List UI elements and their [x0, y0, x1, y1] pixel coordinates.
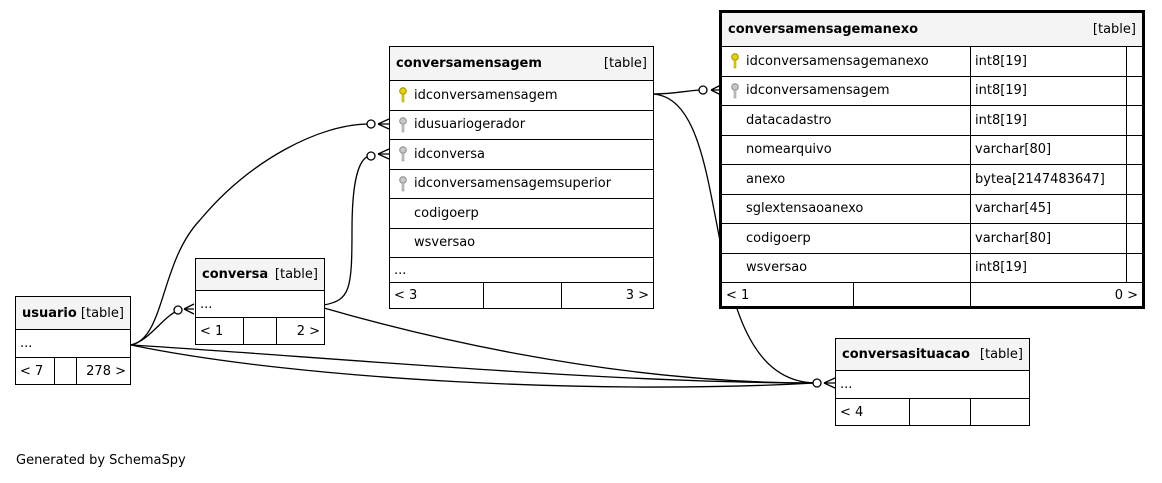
table-ellipsis: ... [16, 330, 130, 358]
column-name: idconversamensagem [746, 83, 890, 99]
column-name: anexo [746, 171, 786, 187]
table-conversamensagemanexo[interactable]: conversamensagemanexo [table] idconversa… [719, 10, 1145, 309]
column-name: idconversamensagem [414, 87, 558, 103]
column-name: wsversao [414, 235, 476, 251]
column-name: nomearquivo [746, 142, 832, 158]
children-count[interactable]: 278 > [76, 358, 130, 384]
children-count[interactable]: 3 > [561, 283, 653, 308]
table-row[interactable]: idconversa [390, 140, 653, 170]
column-name: codigoerp [746, 230, 811, 246]
table-type: [table] [1092, 22, 1136, 37]
footer-middle [54, 358, 76, 384]
table-row[interactable]: nomearquivo varchar[80] [722, 135, 1142, 165]
table-conversa[interactable]: conversa [table] ... < 1 2 > [195, 258, 325, 345]
parents-count[interactable]: < 3 [394, 288, 418, 303]
column-type: varchar[80] [970, 135, 1126, 164]
table-footer: < 4 [836, 399, 1029, 425]
table-footer: < 7 278 > [16, 358, 130, 384]
foreign-key-icon [728, 82, 742, 99]
children-count[interactable] [970, 399, 1029, 425]
children-count[interactable]: 0 > [970, 283, 1142, 308]
column-name: datacadastro [746, 112, 832, 128]
table-row[interactable]: idconversamensagem [390, 81, 653, 111]
table-row[interactable]: idconversamensagem int8[19] [722, 76, 1142, 106]
table-row[interactable]: anexo bytea[2147483647] [722, 165, 1142, 195]
table-row[interactable]: idusuariogerador [390, 111, 653, 140]
table-conversasituacao[interactable]: conversasituacao [table] ... < 4 [835, 338, 1030, 426]
parents-count[interactable]: < 1 [726, 288, 750, 303]
column-name: idconversamensagemsuperior [414, 176, 612, 192]
column-type: int8[19] [970, 47, 1126, 76]
table-usuario[interactable]: usuario [table] ... < 7 278 > [15, 296, 131, 385]
table-type: [table] [274, 267, 318, 282]
column-type: varchar[45] [970, 194, 1126, 223]
footer-middle [853, 283, 970, 308]
table-footer: < 3 3 > [390, 283, 653, 308]
footer-middle [483, 283, 561, 308]
primary-key-icon [728, 53, 742, 69]
table-footer: < 1 2 > [196, 318, 324, 344]
foreign-key-icon [396, 146, 410, 162]
foreign-key-icon [396, 175, 410, 192]
column-name: idconversa [414, 146, 485, 162]
parents-count[interactable]: < 7 [20, 363, 44, 379]
table-header: conversasituacao [table] [836, 339, 1029, 371]
table-row[interactable]: codigoerp varchar[80] [722, 224, 1142, 254]
table-name: conversamensagem [396, 56, 542, 71]
table-header: usuario [table] [16, 297, 130, 330]
column-name: idconversamensagemanexo [746, 53, 929, 69]
children-count[interactable]: 2 > [276, 318, 324, 344]
table-name: conversamensagemanexo [728, 22, 919, 37]
parents-count[interactable]: < 1 [200, 323, 224, 339]
table-conversamensagem[interactable]: conversamensagem [table] idconversamensa… [389, 46, 654, 309]
column-name: codigoerp [414, 205, 479, 221]
table-footer: < 1 0 > [722, 283, 1142, 308]
column-type: int8[19] [970, 106, 1126, 135]
table-row[interactable]: sglextensaoanexo varchar[45] [722, 194, 1142, 224]
footer-middle [243, 318, 276, 344]
table-row[interactable]: idconversamensagemsuperior [390, 170, 653, 199]
column-name: wsversao [746, 260, 808, 276]
generated-by-label: Generated by SchemaSpy [16, 453, 186, 468]
table-header: conversamensagem [table] [390, 47, 653, 81]
table-row[interactable]: codigoerp [390, 199, 653, 229]
table-name: conversa [202, 267, 269, 282]
column-type: varchar[80] [970, 224, 1126, 253]
column-type: bytea[2147483647] [970, 165, 1126, 194]
table-ellipsis: ... [390, 258, 653, 283]
table-ellipsis: ... [196, 291, 324, 318]
column-type: int8[19] [970, 253, 1126, 282]
table-row[interactable]: wsversao [390, 229, 653, 258]
column-name: idusuariogerador [414, 117, 526, 133]
table-ellipsis: ... [836, 371, 1029, 399]
table-type: [table] [979, 347, 1023, 362]
table-type: [table] [603, 56, 647, 71]
table-name: conversasituacao [842, 347, 970, 362]
table-row[interactable]: wsversao int8[19] [722, 253, 1142, 283]
primary-key-icon [396, 87, 410, 103]
table-row[interactable]: datacadastro int8[19] [722, 106, 1142, 136]
column-name: sglextensaoanexo [746, 201, 864, 217]
table-type: [table] [80, 305, 124, 321]
parents-count[interactable]: < 4 [840, 404, 864, 420]
table-header: conversamensagemanexo [table] [722, 13, 1142, 47]
table-name: usuario [22, 305, 77, 321]
table-header: conversa [table] [196, 259, 324, 291]
foreign-key-icon [396, 116, 410, 133]
table-row[interactable]: idconversamensagemanexo int8[19] [722, 47, 1142, 77]
column-type: int8[19] [970, 76, 1126, 105]
footer-middle [909, 399, 970, 425]
